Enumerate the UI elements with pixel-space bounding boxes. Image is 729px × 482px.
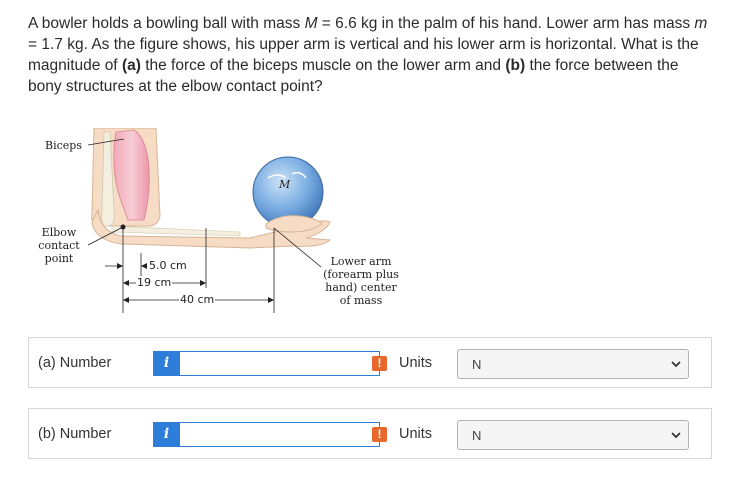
dim-5cm: 5.0 cm [148,259,188,272]
arm-figure: Biceps Elbow contact point M 5.0 cm 19 c… [30,127,430,323]
center-of-mass-label: Lower arm (forearm plus hand) center of … [323,255,399,307]
dim-40cm: 40 cm [179,293,216,306]
units-select-b[interactable]: N [457,420,689,450]
row-b-label: (b) Number [38,426,112,442]
info-icon[interactable]: i [153,422,180,447]
units-select-a[interactable]: N [457,349,689,379]
answer-row-a: (a) Number i ! Units N [28,337,712,388]
number-input-b[interactable] [179,422,380,447]
forearm-bone [111,225,241,237]
chevron-down-icon [671,432,681,439]
number-input-a[interactable] [179,351,380,376]
units-label-a: Units [399,355,433,371]
question-text: A bowler holds a bowling ball with mass … [28,15,708,95]
row-a-label: (a) Number [38,355,112,371]
arm-illustration [87,127,332,313]
elbow-contact-label: Elbow contact point [38,226,80,265]
biceps-muscle [113,129,150,221]
units-value-a: N [472,357,482,372]
units-value-b: N [472,428,482,443]
humerus-bone [100,131,115,227]
answer-row-b: (b) Number i ! Units N [28,408,712,459]
ball-mass-label: M [279,178,291,191]
chevron-down-icon [671,361,681,368]
forearm [91,208,332,249]
warning-icon: ! [372,427,387,442]
units-label-b: Units [399,426,433,442]
biceps-label: Biceps [45,139,82,152]
warning-icon: ! [372,356,387,371]
dim-19cm: 19 cm [136,276,173,289]
info-icon[interactable]: i [153,351,180,376]
